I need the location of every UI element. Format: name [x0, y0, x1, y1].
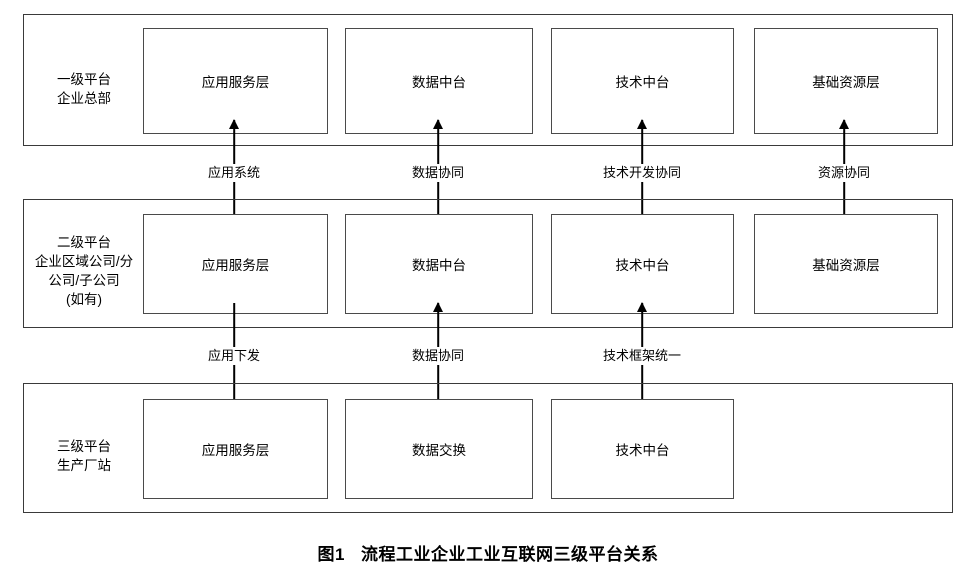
connector-label-resource-collab: 资源协同: [815, 163, 873, 182]
tier-row-1: 一级平台 企业总部 应用服务层 数据中台 技术中台 基础资源层: [23, 14, 953, 146]
connector-label-app-dispatch: 应用下发: [205, 346, 263, 365]
connector-label-data-collab-2: 数据协同: [409, 346, 467, 365]
module-tier2-tech-midend[interactable]: 技术中台: [551, 214, 734, 314]
module-tier1-app-service[interactable]: 应用服务层: [143, 28, 328, 134]
tier-label-2: 二级平台 企业区域公司/分 公司/子公司 (如有): [34, 235, 134, 307]
arrow-head-up-icon: [637, 119, 647, 129]
module-tier3-tech-midend[interactable]: 技术中台: [551, 399, 734, 499]
tier-row-3: 三级平台 生产厂站 应用服务层 数据交换 技术中台: [23, 383, 953, 513]
module-tier1-tech-midend[interactable]: 技术中台: [551, 28, 734, 134]
module-tier1-infra-resource[interactable]: 基础资源层: [754, 28, 938, 134]
connector-tech-dev-collab: 技术开发协同: [600, 119, 684, 226]
tier-label-1: 一级平台 企业总部: [57, 72, 111, 106]
connector-label-app-system: 应用系统: [205, 163, 263, 182]
module-tier3-data-exchange[interactable]: 数据交换: [345, 399, 533, 499]
caption-number: 图1: [317, 545, 345, 564]
module-tier2-app-service[interactable]: 应用服务层: [143, 214, 328, 314]
connector-label-tech-dev-collab: 技术开发协同: [600, 163, 684, 182]
arrow-head-up-icon: [839, 119, 849, 129]
caption-text: 流程工业企业工业互联网三级平台关系: [360, 545, 659, 564]
module-tier1-data-midend[interactable]: 数据中台: [345, 28, 533, 134]
arrow-head-up-icon: [229, 119, 239, 129]
arrow-head-up-icon: [433, 302, 443, 312]
connector-resource-collab: 资源协同: [814, 119, 874, 226]
figure-caption: 图1 流程工业企业工业互联网三级平台关系: [0, 540, 976, 565]
tier-label-3: 三级平台 生产厂站: [57, 439, 111, 473]
module-tier2-infra-resource[interactable]: 基础资源层: [754, 214, 938, 314]
connector-data-collab: 数据协同: [408, 119, 468, 226]
connector-label-tech-framework-unify: 技术框架统一: [600, 346, 684, 365]
arrow-head-up-icon: [433, 119, 443, 129]
connector-data-collab-2: 数据协同: [408, 302, 468, 409]
module-tier2-data-midend[interactable]: 数据中台: [345, 214, 533, 314]
arrow-head-up-icon: [637, 302, 647, 312]
connector-tech-framework-unify: 技术框架统一: [600, 302, 684, 409]
module-tier3-app-service[interactable]: 应用服务层: [143, 399, 328, 499]
connector-label-data-collab: 数据协同: [409, 163, 467, 182]
tier-row-2: 二级平台 企业区域公司/分 公司/子公司 (如有) 应用服务层 数据中台 技术中…: [23, 199, 953, 328]
